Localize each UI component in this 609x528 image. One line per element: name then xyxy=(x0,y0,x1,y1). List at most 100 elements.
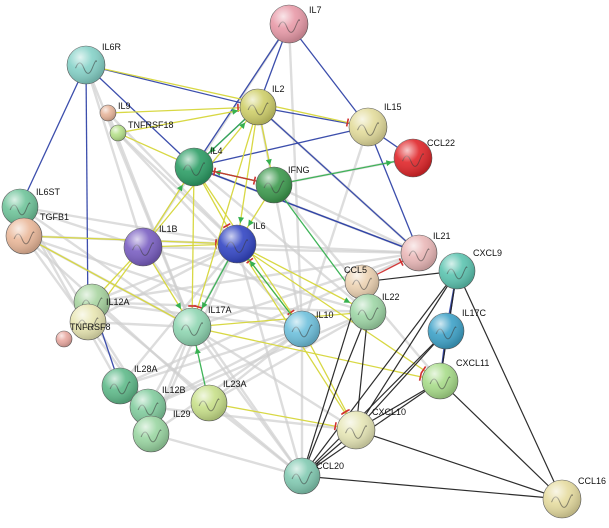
node-cxcl11[interactable]: CXCL11 xyxy=(421,358,489,400)
node-label: CXCL11 xyxy=(456,358,489,368)
node-il7[interactable]: IL7 xyxy=(269,4,322,44)
edge-il21-il4 xyxy=(193,166,420,254)
node-label: IL12A xyxy=(106,297,130,307)
node-il17a[interactable]: IL17A xyxy=(172,305,232,347)
edge-il7-il4 xyxy=(193,23,290,168)
node-il2[interactable]: IL2 xyxy=(239,84,285,126)
edge-il6r-il6st xyxy=(19,64,87,208)
node-cxcl10[interactable]: CXCL10 xyxy=(336,407,406,450)
edge-il9-il2 xyxy=(107,106,259,114)
edge-tip-arrow xyxy=(238,216,245,224)
edge-il9-il17a xyxy=(106,112,194,328)
node-il4[interactable]: IL4 xyxy=(174,146,223,187)
node-il29[interactable]: IL29 xyxy=(132,409,191,453)
edge-tip-arrow xyxy=(343,297,351,303)
node-label: IL29 xyxy=(173,409,191,419)
edge-tip-arrow xyxy=(265,158,272,166)
node-label: TNFRSF8 xyxy=(70,322,111,332)
node-sheen xyxy=(6,218,42,254)
node-il17c[interactable]: IL17C xyxy=(427,308,487,350)
node-il6r[interactable]: IL6R xyxy=(66,42,122,85)
edge-tgfb1-il17a xyxy=(23,235,193,328)
node-il28a[interactable]: IL28A xyxy=(101,364,158,405)
edge-tip-arrow xyxy=(194,347,201,355)
edge-ccl20-ccl16 xyxy=(301,475,563,500)
node-il15[interactable]: IL15 xyxy=(348,102,402,147)
node-sheen xyxy=(401,235,437,271)
node-tnfrsf8[interactable]: TNFRSF8 xyxy=(69,303,111,341)
node-il6[interactable]: IL6 xyxy=(217,221,266,264)
edge-tip-bar xyxy=(398,258,404,266)
node-tgfb1[interactable]: TGFB1 xyxy=(5,212,69,255)
edge-il7-il15 xyxy=(288,23,369,128)
node-ccl22[interactable]: CCL22 xyxy=(393,138,455,178)
edge-tip-arrow xyxy=(385,160,393,167)
node-label: IL6ST xyxy=(36,187,61,197)
edge-cxcl9-ccl20 xyxy=(301,270,458,477)
edge-cxcl9-cxcl10 xyxy=(355,270,458,431)
node-label: IL15 xyxy=(384,102,402,112)
edge-cxcl10-ccl16 xyxy=(355,429,563,500)
edge-il12b-il10 xyxy=(147,327,303,409)
node-ccl16[interactable]: CCL16 xyxy=(542,476,606,519)
node-label: CCL16 xyxy=(578,476,606,486)
edge-tnfrsf8-il6 xyxy=(87,242,238,324)
edge-tip-bar xyxy=(287,309,295,316)
edge-tip-arrow xyxy=(231,108,239,115)
edge-il17a-ccl20 xyxy=(191,326,303,477)
node-sheen xyxy=(130,389,166,425)
node-ccl20[interactable]: CCL20 xyxy=(283,457,344,495)
edge-tip-arrow xyxy=(176,184,183,192)
edge-il4-il15 xyxy=(193,126,369,168)
node-label: CCL20 xyxy=(316,461,344,471)
edge-tip-arrow xyxy=(239,122,246,129)
node-label: IL10 xyxy=(316,310,334,320)
node-cxcl9[interactable]: CXCL9 xyxy=(438,248,502,290)
edge-il15-il21 xyxy=(367,126,420,254)
edge-tip-arrow xyxy=(202,301,208,309)
node-sheen xyxy=(133,416,169,452)
node-il12b[interactable]: IL12B xyxy=(129,385,186,426)
edge-il1b-il21 xyxy=(142,245,420,255)
node-il9[interactable]: IL9 xyxy=(99,101,131,122)
node-label: CXCL10 xyxy=(372,407,406,417)
node-small1[interactable] xyxy=(55,330,73,348)
edge-tip-arrow xyxy=(175,302,182,310)
node-sheen xyxy=(124,228,162,266)
node-label: IFNG xyxy=(288,165,310,175)
edge-il23a-cxcl10 xyxy=(208,402,357,431)
edge-tnfrsf18-il10 xyxy=(117,132,303,330)
node-sheen xyxy=(270,5,308,43)
edge-il9-il6 xyxy=(107,112,238,245)
node-label: IL9 xyxy=(118,101,131,111)
node-sheen xyxy=(218,225,256,263)
edge-cxcl9-ccl16 xyxy=(456,270,563,500)
node-sheen xyxy=(100,105,116,121)
edge-il2-il21 xyxy=(257,106,420,254)
node-il6st[interactable]: IL6ST xyxy=(1,187,61,226)
edge-il1b-ccl20 xyxy=(142,246,303,477)
node-sheen xyxy=(394,139,432,177)
edge-il4-il17a xyxy=(191,166,195,328)
node-label: IL7 xyxy=(309,5,322,15)
node-il23a[interactable]: IL23A xyxy=(190,379,247,422)
edge-il22-ccl20 xyxy=(301,311,369,477)
node-il1b[interactable]: IL1B xyxy=(123,224,178,267)
node-sheen xyxy=(173,308,211,346)
node-il21[interactable]: IL21 xyxy=(400,231,451,272)
node-sheen xyxy=(428,313,464,349)
node-label: IL1B xyxy=(159,224,178,234)
node-il10[interactable]: IL10 xyxy=(283,310,334,348)
edge-tip-arrow xyxy=(248,219,254,227)
node-ifng[interactable]: IFNG xyxy=(255,165,310,204)
edge-il6r-il2 xyxy=(85,64,259,108)
edge-il6-ccl20 xyxy=(235,243,304,477)
node-ccl5[interactable]: CCL5 xyxy=(344,264,380,300)
edge-tip-bar xyxy=(212,167,217,176)
node-tnfrsf18[interactable]: TNFRSF18 xyxy=(109,120,174,142)
edge-il17a-cxcl10 xyxy=(191,325,357,432)
node-sheen xyxy=(175,148,213,186)
node-il22[interactable]: IL22 xyxy=(349,292,400,331)
